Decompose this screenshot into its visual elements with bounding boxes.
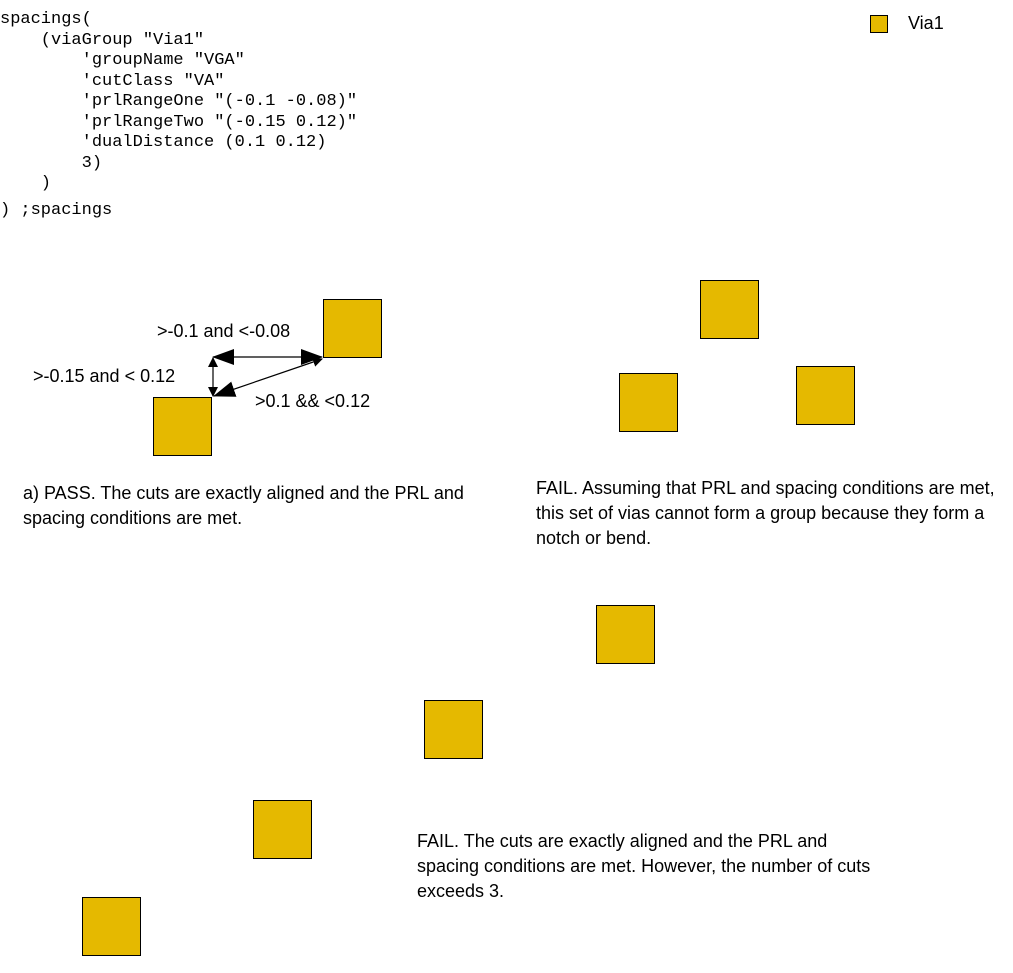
via-c-3	[253, 800, 312, 859]
code-block: spacings( (viaGroup "Via1" 'groupName "V…	[0, 10, 357, 221]
via-b-top	[700, 280, 759, 339]
arrow-dual-distance	[213, 357, 323, 397]
caption-b-fail: FAIL. Assuming that PRL and spacing cond…	[536, 478, 995, 548]
legend-via1-swatch	[870, 15, 888, 33]
code-line: spacings(	[0, 10, 92, 29]
label-prl-range-one: >-0.1 and <-0.08	[157, 321, 291, 341]
code-line: 3)	[0, 153, 103, 173]
label-prl-range-two: >-0.15 and < 0.12	[33, 366, 176, 386]
code-line: )	[0, 174, 52, 193]
via-a-lower	[153, 397, 212, 456]
code-line: 'prlRangeOne "(-0.1 -0.08)"	[0, 92, 358, 111]
code-line: (viaGroup "Via1"	[0, 30, 205, 50]
via-b-left	[619, 373, 678, 432]
label-dual-distance: >0.1 && <0.12	[255, 391, 371, 411]
code-line: 'cutClass "VA"	[0, 71, 225, 91]
via-c-4	[82, 897, 141, 956]
code-line: 'dualDistance (0.1 0.12)	[0, 133, 327, 152]
caption-a-pass: a) PASS. The cuts are exactly aligned an…	[23, 483, 464, 528]
via-c-2	[424, 700, 483, 759]
caption-c-fail: FAIL. The cuts are exactly aligned and t…	[417, 831, 871, 901]
via-b-right	[796, 366, 855, 425]
code-line: 'prlRangeTwo "(-0.15 0.12)"	[0, 112, 358, 132]
via-a-upper	[323, 299, 382, 358]
code-line: ) ;spacings	[0, 200, 113, 220]
via-c-1	[596, 605, 655, 664]
legend-via1-label: Via1	[908, 13, 944, 33]
code-line: 'groupName "VGA"	[0, 51, 245, 70]
